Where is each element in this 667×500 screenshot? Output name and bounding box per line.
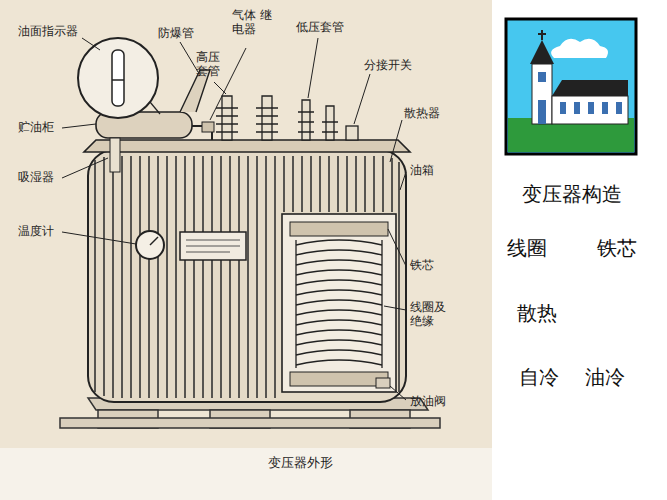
oil-level	[112, 79, 124, 81]
part-label: 温度计	[18, 224, 54, 238]
thermometer-needle	[150, 237, 158, 245]
part-label: 散热器	[404, 106, 440, 120]
part-label: 放油阀	[410, 394, 446, 408]
zoom-line	[150, 102, 160, 114]
topic-word: 铁芯	[597, 236, 637, 260]
thermometer	[136, 231, 164, 259]
gas-relay	[202, 122, 214, 132]
part-label: 贮油柜	[18, 120, 54, 134]
paper-ground	[0, 448, 492, 500]
figure-caption: 变压器外形	[268, 455, 333, 471]
drain-valve	[376, 378, 390, 388]
part-label: 气体 继电器	[232, 8, 272, 37]
radiator-fins	[95, 156, 399, 398]
breather	[110, 138, 120, 172]
paper-ground	[0, 0, 492, 448]
oil-indicator-zoom	[78, 38, 158, 118]
coil	[296, 240, 382, 368]
part-label: 防爆管	[158, 26, 194, 40]
bushing	[216, 96, 358, 140]
tank-lid	[84, 140, 410, 152]
topic-word: 线圈	[507, 236, 547, 260]
iron-core	[290, 222, 388, 236]
nameplate	[180, 232, 246, 260]
part-label: 铁芯	[410, 258, 434, 272]
part-label: 分接开关	[364, 58, 412, 72]
part-label: 吸湿器	[18, 170, 54, 184]
topic-word: 自冷	[519, 365, 559, 389]
topic-word: 油冷	[585, 365, 625, 389]
part-label: 线圈及 绝缘	[410, 300, 450, 329]
nameplate-lines	[186, 240, 240, 252]
part-label: 油面指示器	[18, 24, 78, 38]
church-clipart	[506, 19, 636, 154]
slide-title: 变压器构造	[522, 182, 622, 206]
oil-tank	[88, 150, 406, 402]
leader-line	[62, 38, 406, 400]
oil-indicator	[112, 50, 124, 106]
cutaway	[282, 214, 396, 392]
part-label: 低压套管	[296, 20, 344, 34]
topic-word: 散热	[517, 301, 557, 325]
part-label: 油箱	[410, 163, 434, 177]
iron-core	[290, 372, 388, 386]
part-label: 高压 套管	[196, 50, 224, 79]
